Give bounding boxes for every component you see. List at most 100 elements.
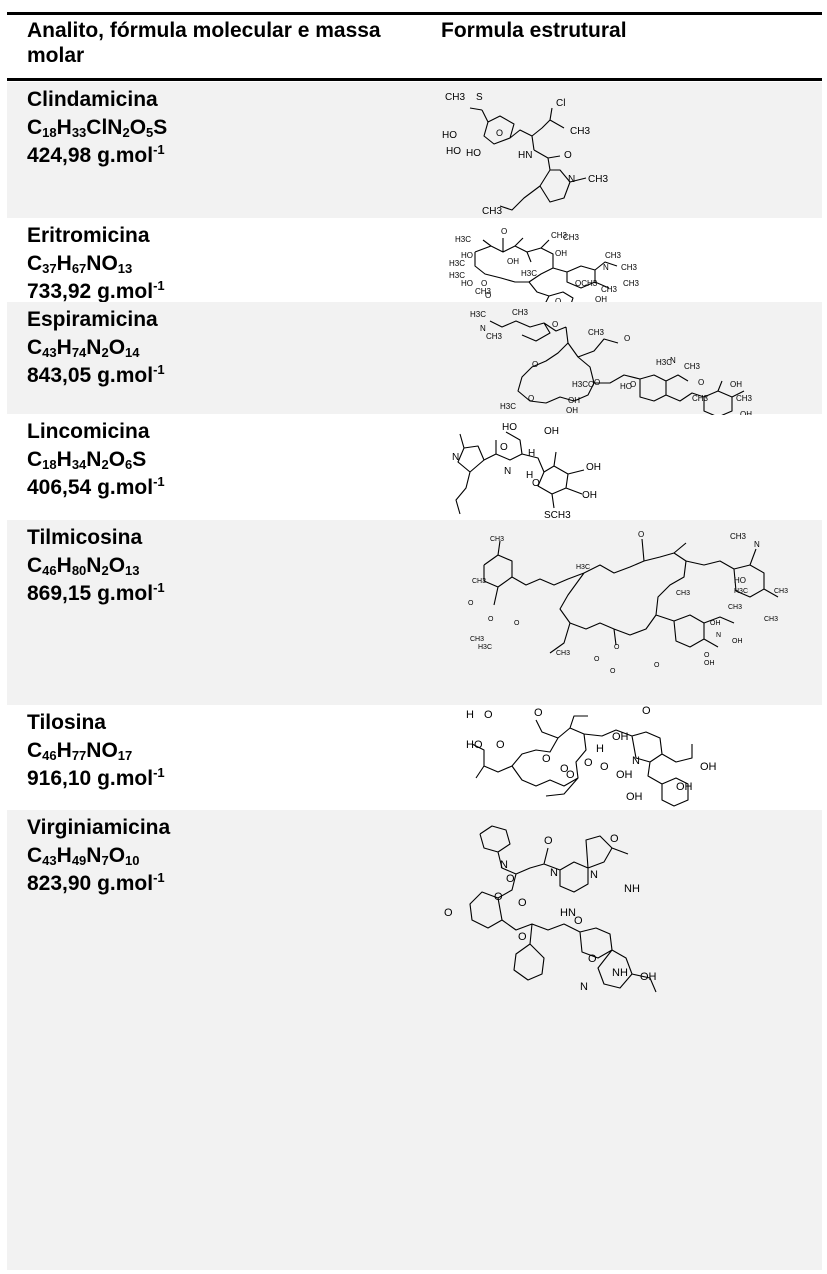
atom-label: CH3: [551, 231, 568, 240]
formula-element: C: [27, 116, 43, 139]
atom-label: N: [670, 356, 676, 365]
atom-label: O: [630, 380, 636, 389]
atom-label: O: [444, 907, 453, 919]
atom-label: O: [494, 891, 503, 903]
formula-count: 37: [42, 261, 57, 276]
atom-label: OH: [616, 769, 633, 781]
atom-label: HO: [620, 382, 632, 391]
formula-count: 43: [42, 853, 57, 868]
formula-count: 34: [71, 457, 87, 472]
formula-count: 46: [42, 563, 57, 578]
formula-element: N: [86, 448, 102, 471]
atom-label: N: [603, 263, 609, 272]
atom-label: Cl: [556, 98, 565, 109]
atom-label: OH: [710, 620, 721, 627]
formula-count: 5: [146, 125, 154, 140]
formula-element: N: [86, 554, 102, 577]
atom-label: O: [484, 709, 493, 721]
atom-label: H3C: [478, 644, 492, 651]
atom-label: CH3: [623, 279, 640, 288]
molar-mass: 733,92 g.mol-1: [27, 278, 165, 306]
formula-count: 7: [101, 853, 109, 868]
formula-element: H: [56, 448, 72, 471]
molar-mass: 424,98 g.mol-1: [27, 142, 167, 170]
atom-label: N: [480, 324, 486, 333]
formula-element: C: [27, 844, 43, 867]
formula-count: 43: [42, 345, 57, 360]
atom-label: CH3: [605, 251, 622, 260]
atom-label: O: [500, 442, 508, 453]
atom-label: OH: [544, 426, 559, 437]
atom-label: H3C: [500, 402, 516, 411]
bond-lines: [489, 320, 745, 415]
atom-label: O: [555, 297, 561, 302]
atom-label: O: [642, 706, 651, 717]
atom-label: O: [600, 761, 609, 773]
atom-label: O: [552, 320, 558, 329]
formula-count: 2: [122, 125, 130, 140]
atom-label: O: [584, 757, 593, 769]
atom-label: SCH3: [544, 510, 571, 520]
molar-mass-value: 823,90 g.mol: [27, 872, 154, 895]
atom-label: O: [496, 128, 503, 138]
formula-element: S: [153, 116, 168, 139]
atom-label: O: [610, 668, 616, 675]
atom-label: OH: [700, 761, 717, 773]
atom-label: O: [544, 835, 553, 847]
formula-element: H: [56, 739, 72, 762]
atom-label: O: [610, 833, 619, 845]
atom-label: H: [526, 470, 533, 481]
molar-mass-value: 424,98 g.mol: [27, 144, 154, 167]
bond-lines: [455, 431, 585, 515]
atom-label: O: [488, 616, 494, 623]
formula-element: O: [129, 116, 147, 139]
atom-label: HO: [466, 148, 481, 159]
atom-label: OH: [730, 380, 742, 389]
formula-element: O: [108, 554, 126, 577]
atom-label: CH3: [621, 263, 638, 272]
atom-label: N: [550, 867, 558, 879]
formula-element: S: [132, 448, 147, 471]
formula-count: 18: [42, 125, 57, 140]
molar-mass: 843,05 g.mol-1: [27, 362, 165, 390]
molar-mass-value: 406,54 g.mol: [27, 476, 154, 499]
formula-count: 2: [101, 563, 109, 578]
atom-label: OH: [555, 249, 567, 258]
atom-label: O: [566, 769, 575, 781]
atom-label: NH: [624, 883, 640, 895]
formula-count: 67: [71, 261, 87, 276]
molecular-formula: C46H80N2O13: [27, 552, 165, 580]
atom-label: O: [704, 652, 710, 659]
molar-mass-exponent: -1: [153, 765, 165, 780]
formula-element: O: [108, 448, 126, 471]
atom-label: CH3: [601, 285, 618, 294]
atom-label: CH3: [588, 328, 605, 337]
atom-label: OH: [676, 781, 693, 793]
atom-label: H3C: [449, 271, 465, 280]
atom-label: OH: [626, 791, 643, 803]
atom-label: OCH3: [575, 279, 598, 288]
atom-label: O: [594, 656, 600, 663]
atom-label: CH3: [512, 308, 529, 317]
molar-mass-exponent: -1: [153, 362, 165, 377]
formula-element: C: [27, 554, 43, 577]
atom-label: OH: [586, 462, 601, 473]
formula-count: 74: [71, 345, 87, 360]
analyte-name: Eritromicina: [27, 224, 150, 247]
atom-label: N: [580, 981, 588, 993]
atom-label: NH: [612, 967, 628, 979]
molar-mass-value: 733,92 g.mol: [27, 280, 154, 303]
formula-element: O: [108, 844, 126, 867]
formula-element: N: [86, 336, 102, 359]
atom-label: O: [594, 378, 600, 387]
formula-element: O: [108, 336, 126, 359]
molar-mass-exponent: -1: [153, 142, 165, 157]
atom-label: OH: [704, 660, 715, 667]
